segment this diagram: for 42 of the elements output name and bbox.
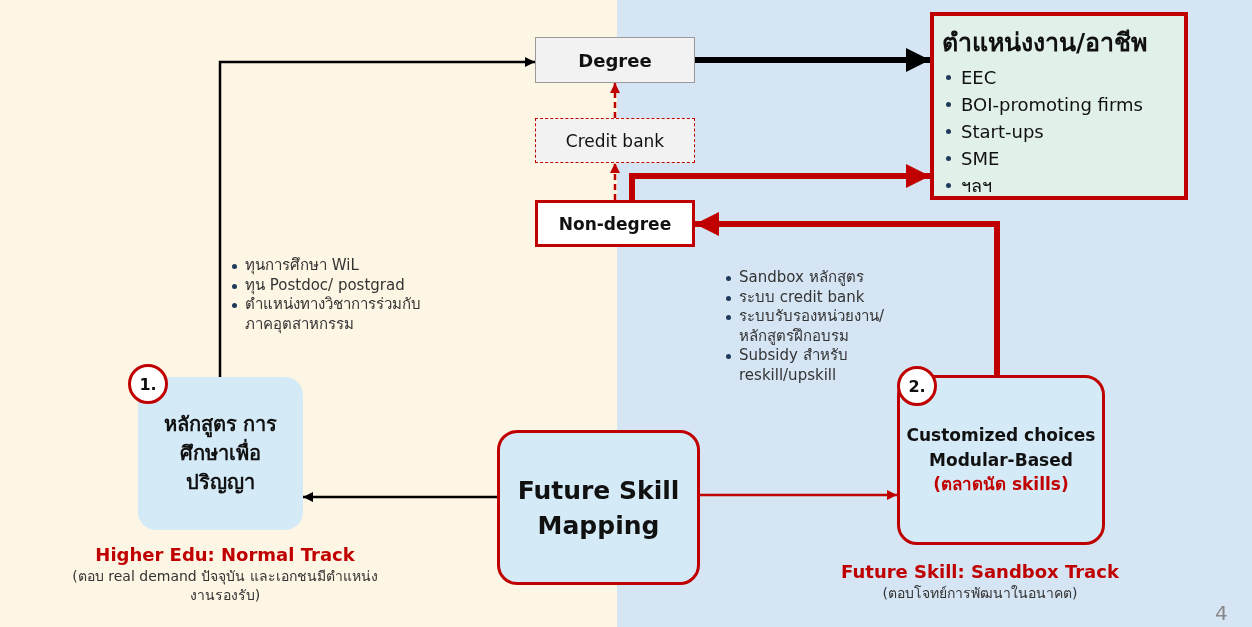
bullet-note: ทุน Postdoc/ postgrad [245, 275, 405, 295]
non-degree-box [535, 200, 695, 247]
bullet-note: ตำแหน่งทางวิชาการร่วมกับ ภาคอุตสาหกรรม [245, 295, 422, 334]
bullet-note: Subsidy สำหรับ reskill/upskill [739, 346, 849, 385]
arrow [610, 163, 620, 200]
process-box [897, 375, 1105, 545]
arrow [695, 212, 1000, 375]
arrow [610, 83, 620, 118]
arrow [218, 57, 535, 377]
list-item: BOI-promoting firms [961, 93, 1143, 117]
list-item: ฯลฯ [961, 174, 992, 198]
heading: ตำแหน่งงาน/อาชีพ [942, 27, 1148, 59]
arrow [700, 490, 897, 500]
list-item: EEC [961, 66, 997, 90]
node-text: 1. [139, 374, 157, 394]
degree-box [535, 37, 695, 83]
track-title: Higher Edu: Normal Track [94, 543, 356, 567]
bullet-note: ระบบ credit bank [739, 287, 865, 307]
track-note: (ตอบโจทย์การพัฒนาในอนาคต) [881, 584, 1079, 604]
arrow [629, 164, 930, 200]
node-text: 2. [908, 376, 926, 396]
arrow [695, 48, 930, 72]
track-note: (ตอบ real demand ปัจจุบัน และเอกชนมีตำแหน่งงานรองรับ) [71, 567, 379, 606]
bullet-note: Sandbox หลักสูตร [739, 268, 864, 288]
node-text: Degree [578, 49, 652, 71]
node-text: หลักสูตร การศึกษาเพื่อ ปริญญา [162, 411, 279, 496]
track-title: Future Skill: Sandbox Track [840, 560, 1120, 584]
career-box [930, 12, 1188, 200]
bullet-note: ทุนการศึกษา WiL [245, 256, 359, 276]
list-item: SME [961, 147, 1000, 171]
node-text: Customized choices Modular-Based [905, 424, 1097, 472]
program-box [138, 377, 303, 530]
process-box [497, 430, 700, 585]
credit-bank-box [535, 118, 695, 163]
node-subtext: (ตลาดนัด skills) [933, 473, 1069, 497]
bullet-note: ระบบรับรองหน่วยงาน/ หลักสูตรฝึกอบรม [739, 307, 886, 346]
list-item: Start-ups [961, 120, 1044, 144]
node-text: Credit bank [565, 130, 665, 151]
arrow [303, 492, 497, 502]
node-text: Non-degree [558, 213, 672, 234]
page-number: 4 [1215, 600, 1228, 626]
node-text: Future Skill Mapping [516, 474, 681, 542]
